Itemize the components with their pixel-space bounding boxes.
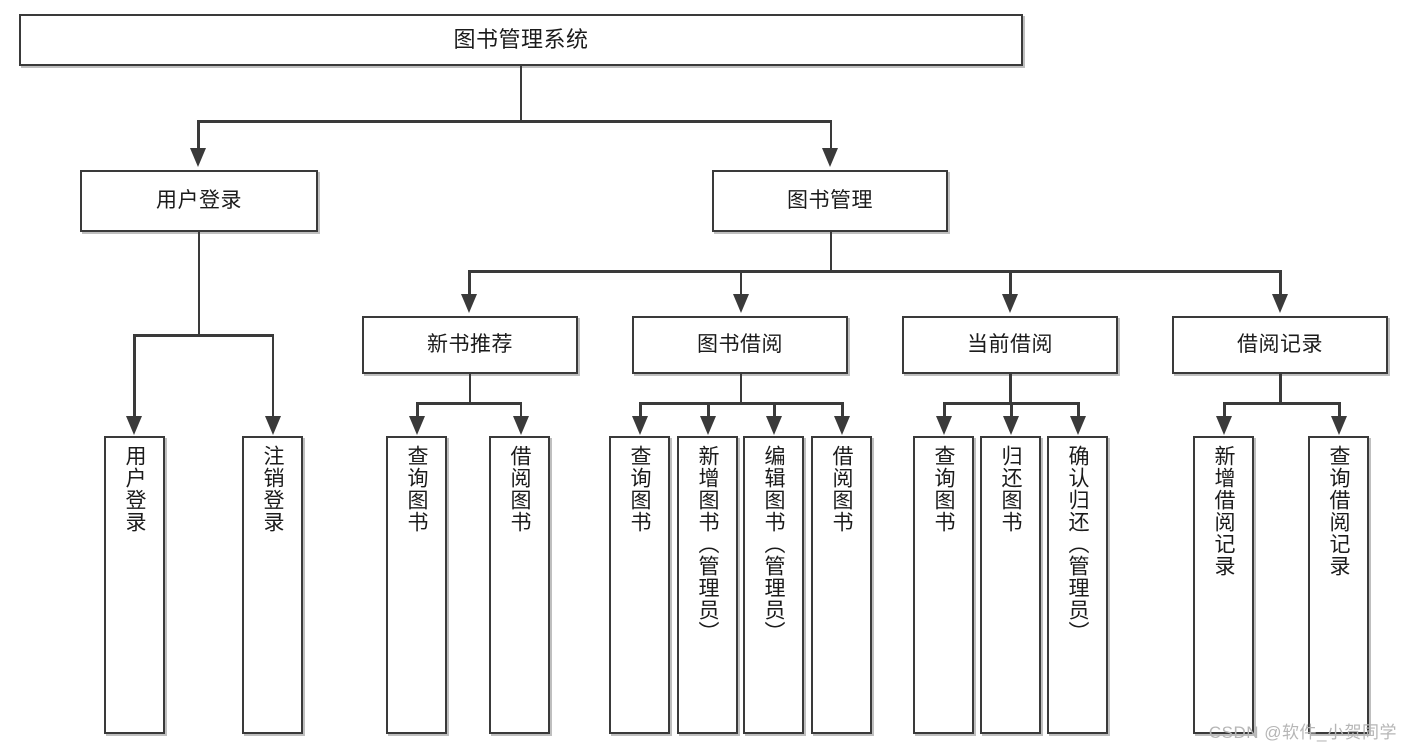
connector-level2-bus (468, 270, 1280, 273)
leaf-br-add-record[interactable]: 新增借阅记录 (1193, 436, 1254, 734)
connector-new-book-stem (468, 374, 471, 404)
arrowhead-cb-return (1003, 416, 1019, 435)
connector-drop-borrow-record (1279, 270, 1282, 296)
connector-book-manage-stem (829, 232, 832, 272)
connector-drop-cb-query (943, 402, 946, 418)
arrowhead-cb-confirm (1070, 416, 1086, 435)
leaf-bb-borrow-book[interactable]: 借阅图书 (811, 436, 872, 734)
arrowhead-nb-borrow (513, 416, 529, 435)
watermark-text: CSDN @软件_小贺同学 (1208, 723, 1397, 742)
node-label: 编辑图书（管理员） (762, 445, 785, 643)
arrowhead-current-borrow (1002, 294, 1018, 313)
arrowhead-book-borrow (733, 294, 749, 313)
connector-drop-current-borrow (1009, 270, 1012, 296)
node-borrow-record[interactable]: 借阅记录 (1172, 316, 1388, 374)
connector-current-borrow-stem (1009, 374, 1012, 404)
node-label: 查询借阅记录 (1327, 445, 1350, 577)
leaf-cb-query-book[interactable]: 查询图书 (913, 436, 974, 734)
arrowhead-bb-borrow (834, 416, 850, 435)
connector-drop-cb-return (1010, 402, 1013, 418)
arrowhead-user-login (190, 148, 206, 167)
node-label: 图书管理 (787, 188, 873, 212)
node-label: 借阅记录 (1237, 332, 1323, 356)
node-label: 用户登录 (156, 188, 242, 212)
arrowhead-nb-query (409, 416, 425, 435)
node-book-management[interactable]: 图书管理 (712, 170, 948, 232)
leaf-nb-query-book[interactable]: 查询图书 (386, 436, 447, 734)
node-label: 归还图书 (999, 445, 1022, 533)
node-label: 查询图书 (628, 445, 651, 533)
connector-level1-bus (197, 120, 832, 123)
connector-user-login-stem (197, 232, 200, 336)
arrowhead-bb-query (632, 416, 648, 435)
node-label: 注销登录 (261, 445, 284, 533)
node-new-book-recommend[interactable]: 新书推荐 (362, 316, 578, 374)
connector-borrow-record-bus (1223, 402, 1340, 405)
connector-drop-leaf-user-login (133, 334, 136, 418)
connector-drop-bb-query (639, 402, 642, 418)
connector-drop-leaf-logout (271, 334, 274, 418)
leaf-nb-borrow-book[interactable]: 借阅图书 (489, 436, 550, 734)
node-label: 确认归还（管理员） (1066, 445, 1089, 643)
connector-drop-book-borrow (739, 270, 742, 296)
connector-user-login-bus (133, 334, 274, 337)
connector-drop-user-login (197, 120, 200, 150)
connector-drop-new-book (468, 270, 471, 296)
arrowhead-br-query (1331, 416, 1347, 435)
node-root-system[interactable]: 图书管理系统 (19, 14, 1023, 66)
connector-new-book-bus (416, 402, 522, 405)
arrowhead-bb-edit (766, 416, 782, 435)
connector-root-stem (519, 66, 522, 122)
leaf-bb-edit-book[interactable]: 编辑图书（管理员） (743, 436, 804, 734)
arrowhead-bb-add (700, 416, 716, 435)
node-label: 当前借阅 (967, 332, 1053, 356)
node-label: 新书推荐 (427, 332, 513, 356)
connector-drop-bb-edit (773, 402, 776, 418)
connector-drop-bb-borrow (841, 402, 844, 418)
connector-drop-nb-query (416, 402, 419, 418)
node-label: 新增借阅记录 (1212, 445, 1235, 577)
connector-borrow-record-stem (1279, 374, 1282, 404)
leaf-bb-query-book[interactable]: 查询图书 (609, 436, 670, 734)
leaf-cb-return-book[interactable]: 归还图书 (980, 436, 1041, 734)
connector-drop-bb-add (707, 402, 710, 418)
connector-book-borrow-bus (639, 402, 843, 405)
node-current-borrow[interactable]: 当前借阅 (902, 316, 1118, 374)
node-label: 借阅图书 (508, 445, 531, 533)
leaf-bb-add-book[interactable]: 新增图书（管理员） (677, 436, 738, 734)
node-label: 查询图书 (405, 445, 428, 533)
node-label: 借阅图书 (830, 445, 853, 533)
node-label: 用户登录 (123, 445, 146, 533)
leaf-user-login[interactable]: 用户登录 (104, 436, 165, 734)
node-label: 图书管理系统 (453, 27, 589, 53)
connector-drop-book-manage (829, 120, 832, 150)
connector-drop-cb-confirm (1077, 402, 1080, 418)
arrowhead-leaf-user-login (126, 416, 142, 435)
arrowhead-br-add (1216, 416, 1232, 435)
node-book-borrow[interactable]: 图书借阅 (632, 316, 848, 374)
node-user-login[interactable]: 用户登录 (80, 170, 318, 232)
arrowhead-borrow-record (1272, 294, 1288, 313)
connector-drop-nb-borrow (519, 402, 522, 418)
connector-drop-br-query (1338, 402, 1341, 418)
node-label: 图书借阅 (697, 332, 783, 356)
leaf-logout[interactable]: 注销登录 (242, 436, 303, 734)
node-label: 查询图书 (932, 445, 955, 533)
arrowhead-book-manage (822, 148, 838, 167)
connector-book-borrow-stem (739, 374, 742, 404)
leaf-br-query-record[interactable]: 查询借阅记录 (1308, 436, 1369, 734)
leaf-cb-confirm-return[interactable]: 确认归还（管理员） (1047, 436, 1108, 734)
arrowhead-new-book (461, 294, 477, 313)
node-label: 新增图书（管理员） (696, 445, 719, 643)
arrowhead-leaf-logout (265, 416, 281, 435)
arrowhead-cb-query (936, 416, 952, 435)
connector-drop-br-add (1223, 402, 1226, 418)
